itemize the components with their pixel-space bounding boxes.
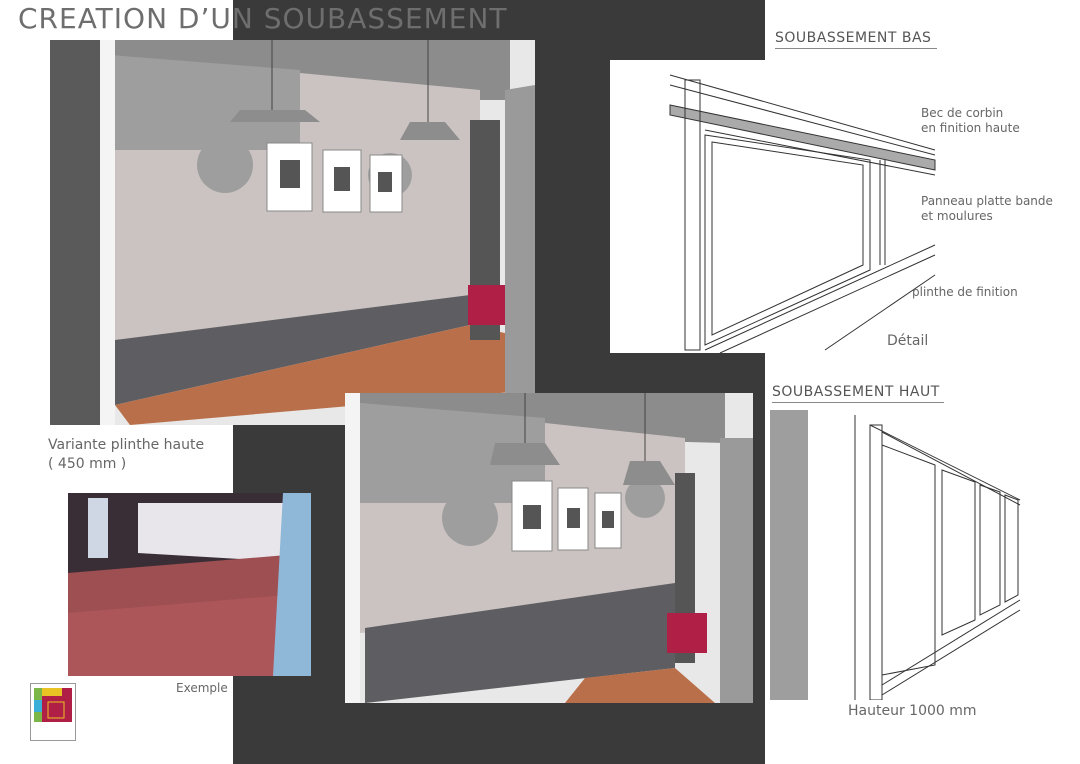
detail-drawing-bas bbox=[610, 60, 937, 353]
company-logo bbox=[30, 683, 76, 741]
photo-caption: Exemple bbox=[176, 681, 228, 695]
render-variante-basse bbox=[50, 40, 535, 425]
detail-drawing-haut bbox=[770, 410, 1025, 700]
detail-caption: Détail bbox=[887, 333, 929, 349]
render-soubassement-haut bbox=[345, 393, 753, 703]
section-heading-bas: SOUBASSEMENT BAS bbox=[775, 30, 937, 49]
logo-graphic bbox=[34, 688, 72, 722]
example-photo bbox=[68, 493, 311, 676]
label-moulures: et moulures bbox=[921, 209, 993, 223]
label-panneau: Panneau platte bande bbox=[921, 194, 1053, 208]
label-bec-de-corbin: Bec de corbin bbox=[921, 106, 1004, 120]
variante-label: Variante plinthe haute bbox=[48, 437, 205, 453]
label-plinthe: plinthe de finition bbox=[912, 285, 1018, 299]
label-finition-haute: en finition haute bbox=[921, 121, 1020, 135]
height-caption: Hauteur 1000 mm bbox=[848, 703, 977, 719]
variante-height: ( 450 mm ) bbox=[48, 456, 127, 472]
page-title: CREATION D’UN SOUBASSEMENT bbox=[18, 2, 508, 35]
section-heading-haut: SOUBASSEMENT HAUT bbox=[772, 384, 944, 403]
